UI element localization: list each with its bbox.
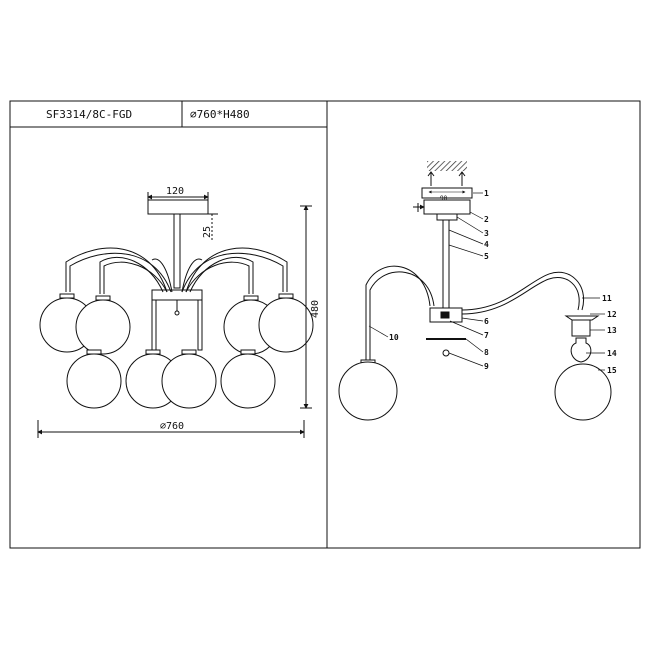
part-label: 2 — [484, 215, 489, 224]
part-label: 6 — [484, 317, 489, 326]
part-labels: 1 2 3 4 5 6 7 8 9 10 11 12 13 14 15 — [389, 189, 617, 375]
drawing-frame — [9, 100, 641, 549]
part-label: 5 — [484, 252, 489, 261]
part-label: 7 — [484, 331, 489, 340]
part-label: 10 — [389, 333, 399, 342]
overall-size: ⌀760*H480 — [190, 108, 250, 121]
front-arms — [65, 247, 288, 294]
left-globe — [338, 361, 398, 421]
height-label: 480 — [310, 300, 321, 318]
diameter-label: ⌀760 — [160, 421, 184, 432]
part-label: 3 — [484, 229, 489, 238]
part-label: 1 — [484, 189, 489, 198]
front-hub — [151, 289, 203, 301]
socket — [571, 319, 591, 337]
part-label: 14 — [607, 349, 617, 358]
front-lower-globes — [66, 349, 276, 409]
front-stem — [173, 213, 181, 289]
part-label: 13 — [607, 326, 617, 335]
model-number: SF3314/8C-FGD — [46, 108, 132, 121]
stem — [442, 219, 450, 309]
bracket-spacing-label: 90 — [440, 195, 448, 202]
canopy — [423, 199, 471, 215]
front-canopy — [147, 199, 209, 215]
front-view — [37, 192, 314, 438]
part-label: 11 — [602, 294, 612, 303]
right-globe — [554, 363, 612, 421]
left-arm — [365, 265, 431, 360]
part-label: 15 — [607, 366, 617, 375]
right-arm — [461, 271, 584, 311]
part-label: 4 — [484, 240, 489, 249]
part-label: 8 — [484, 348, 489, 357]
canopy-width-label: 120 — [166, 186, 184, 197]
ceiling-hatch — [427, 161, 467, 171]
front-upper-globes — [39, 293, 314, 355]
stem-offset-label: 25 — [202, 226, 213, 238]
leader-lines — [368, 192, 605, 371]
exploded-view — [338, 161, 612, 421]
part-label: 12 — [607, 310, 617, 319]
bulb — [570, 337, 592, 363]
part-label: 9 — [484, 362, 489, 371]
